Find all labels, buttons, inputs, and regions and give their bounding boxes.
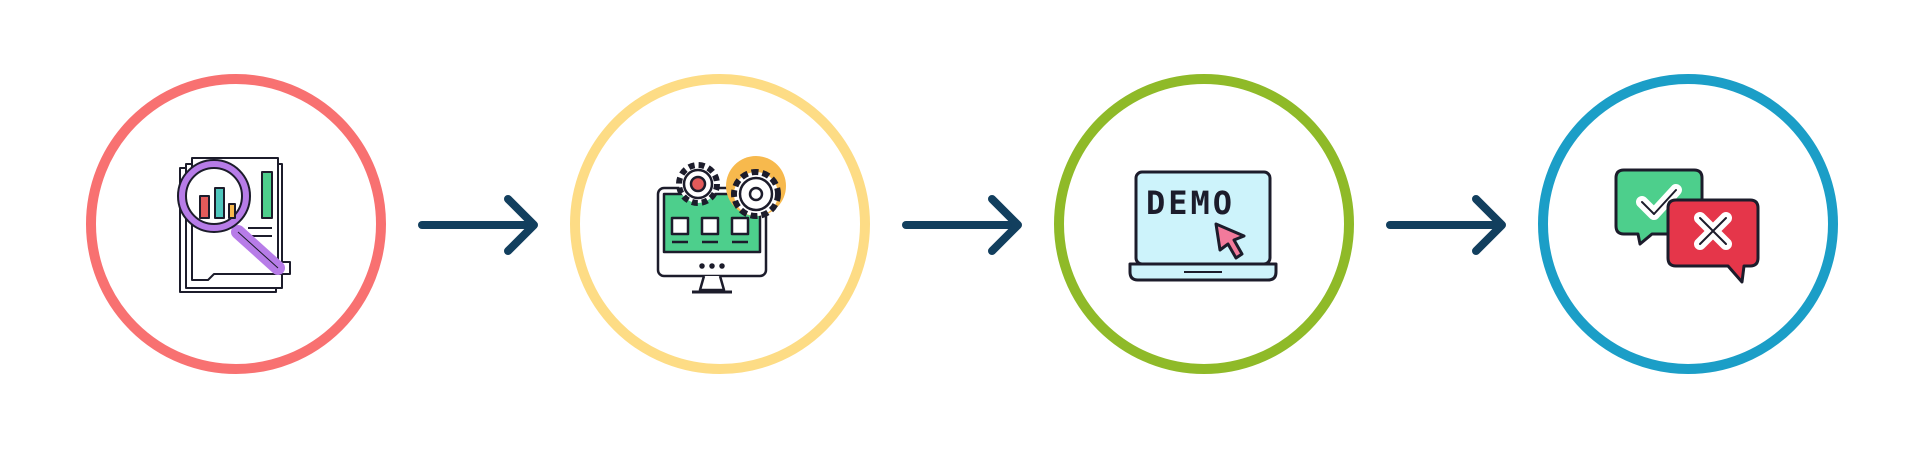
approve-reject-chat-icon: [1614, 168, 1760, 284]
connector-arrow-3: [1386, 195, 1506, 255]
step-2-ring: [570, 74, 870, 374]
analysis-report-icon: [177, 157, 291, 293]
step-4-ring: [1538, 74, 1838, 374]
connector-arrow-1: [418, 195, 538, 255]
step-1-ring: [86, 74, 386, 374]
connector-arrow-2: [902, 195, 1022, 255]
demo-screen-label: DEMO: [1146, 184, 1235, 222]
step-3-ring: [1054, 74, 1354, 374]
system-settings-icon: [656, 156, 786, 294]
demo-laptop-icon: DEMO: [1128, 170, 1278, 282]
